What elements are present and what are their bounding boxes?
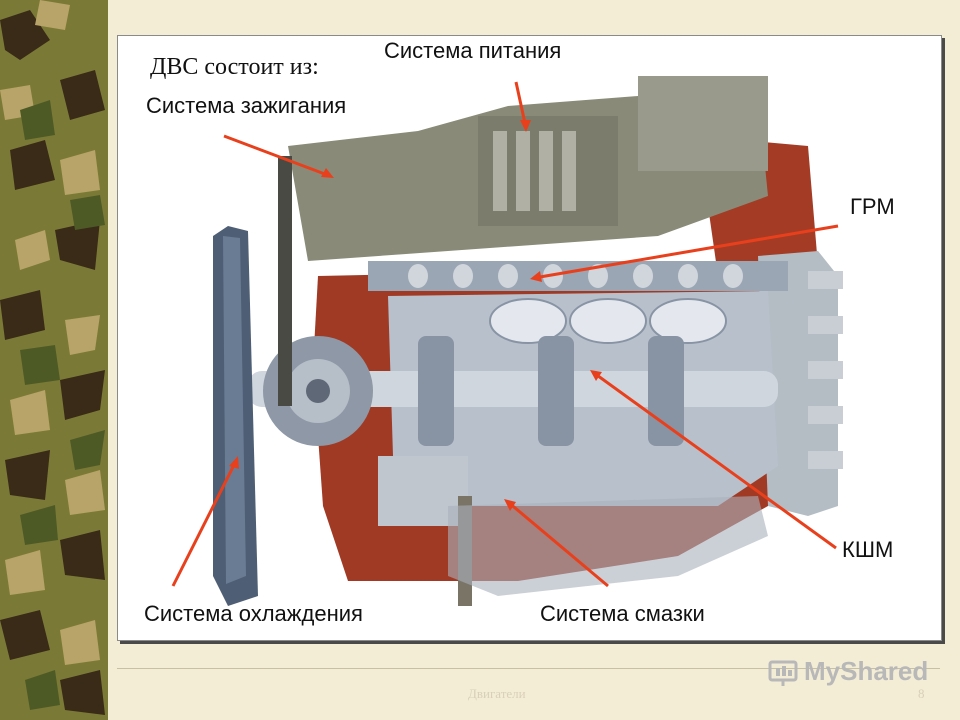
slide-title: ДВС состоит из: bbox=[150, 54, 319, 80]
camouflage-border bbox=[0, 0, 108, 720]
label-timing: ГРМ bbox=[850, 194, 895, 219]
engine-illustration-frame bbox=[117, 35, 942, 641]
page-number: 8 bbox=[918, 686, 925, 701]
label-lubrication-system: Система смазки bbox=[540, 601, 705, 626]
footer-divider bbox=[117, 668, 940, 669]
engine-cutaway-image bbox=[118, 36, 941, 640]
label-ignition-system: Система зажигания bbox=[146, 93, 347, 118]
label-crank: КШМ bbox=[842, 537, 894, 562]
presentation-icon bbox=[768, 660, 798, 686]
watermark-text: MyShared bbox=[804, 656, 929, 686]
label-cooling-system: Система охлаждения bbox=[144, 601, 363, 626]
label-power-system: Система питания bbox=[384, 38, 562, 63]
footer-title: Двигатели bbox=[468, 686, 526, 701]
